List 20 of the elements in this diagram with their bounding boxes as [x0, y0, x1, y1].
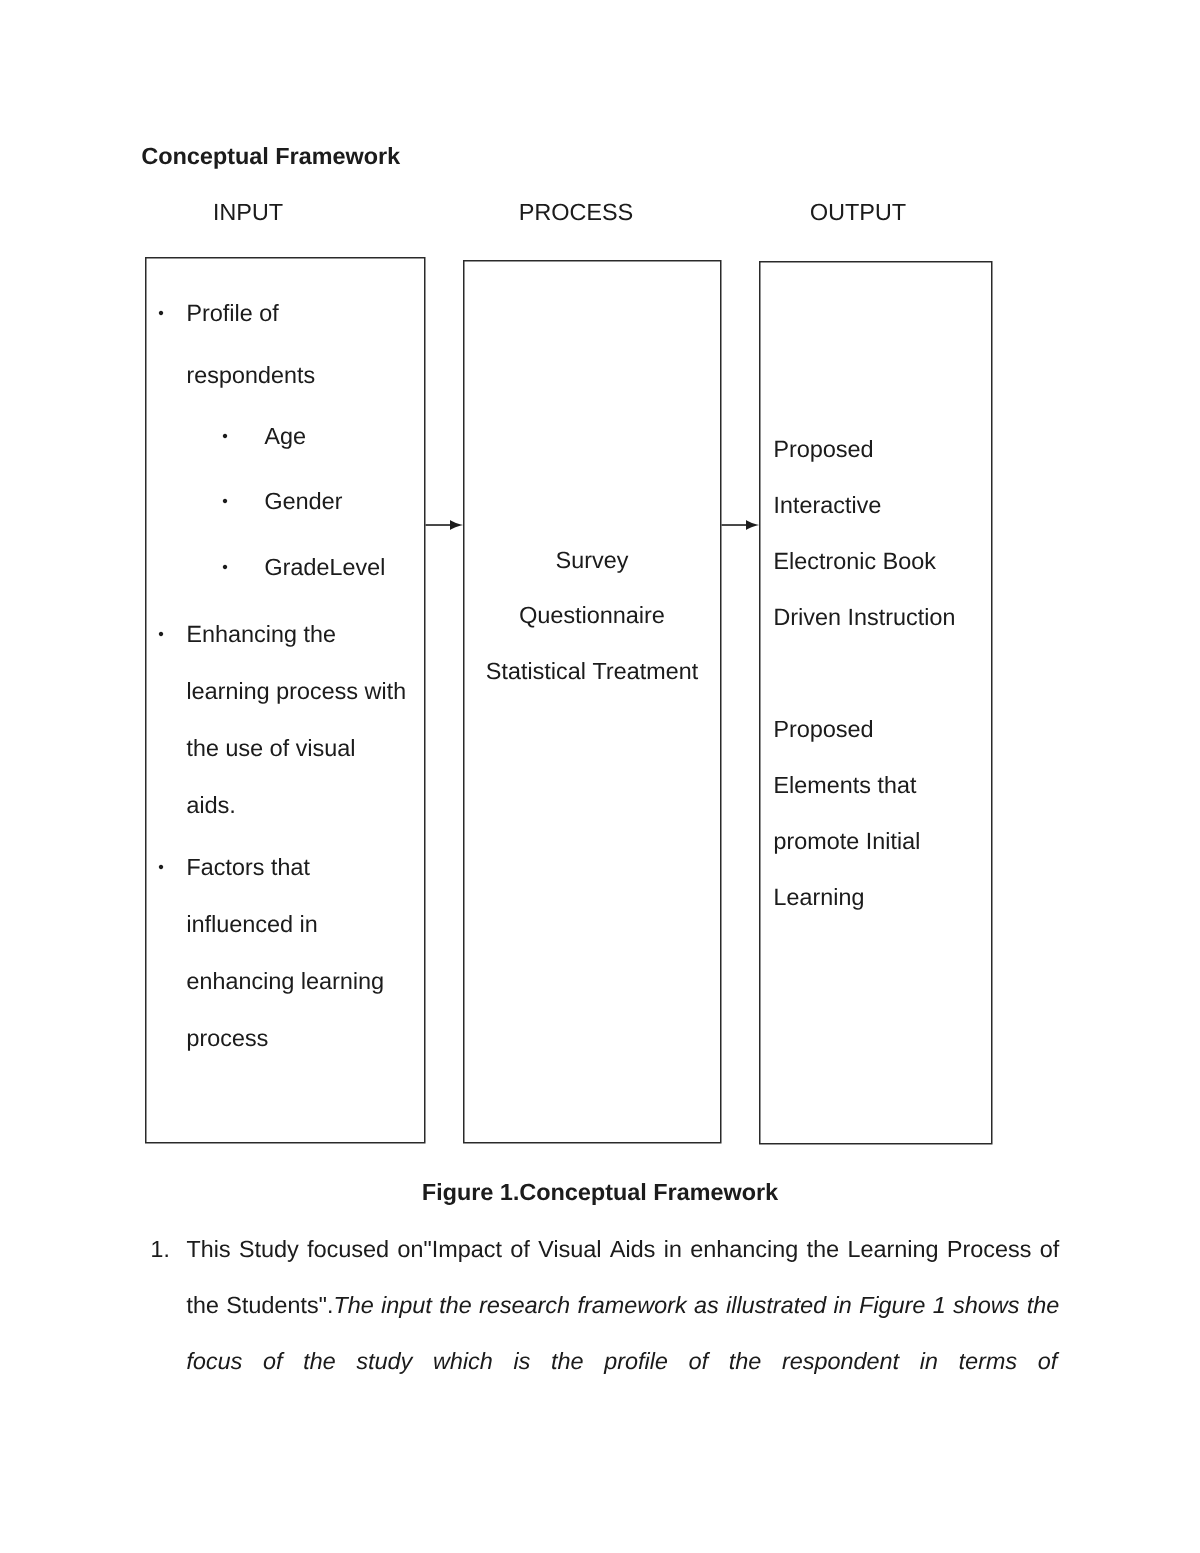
box-text: Proposed Interactive Electronic Book Driven Instruction	[775, 440, 954, 626]
list-item: Factors that influenced in enhancing learning process	[187, 858, 383, 1051]
sub-list-item: GradeLevel	[265, 558, 384, 576]
box-text: Statistical Treatment	[486, 662, 699, 680]
column-heading: OUTPUT	[811, 203, 906, 221]
list-item: Enhancing the learning process with the use of visual aids.	[186, 625, 405, 814]
column-heading: INPUT	[215, 203, 283, 221]
arrow	[720, 520, 757, 530]
column-heading: PROCESS	[520, 203, 633, 221]
box-text: Survey	[556, 551, 629, 573]
list-item: Profile of respondents	[187, 304, 315, 388]
title: Conceptual Framework	[142, 147, 401, 169]
box-text: Questionnaire	[520, 606, 664, 628]
list-number: 1.	[152, 1240, 168, 1257]
figure-caption: Figure 1.Conceptual Framework	[423, 1183, 779, 1205]
arrow	[424, 520, 461, 530]
body-paragraph: This Study focused on"Impact of Visual Aids in enhancing the Learning Process of the Students".The input the research framework as illustrated in Figure 1 shows the focus of the study which is the profile of the respondent in terms of	[186, 1240, 1060, 1374]
box-text: Proposed Elements that promote Initial Learning	[774, 720, 919, 910]
sub-list-item: Gender	[265, 492, 343, 510]
sub-list-item: Age	[264, 427, 305, 449]
